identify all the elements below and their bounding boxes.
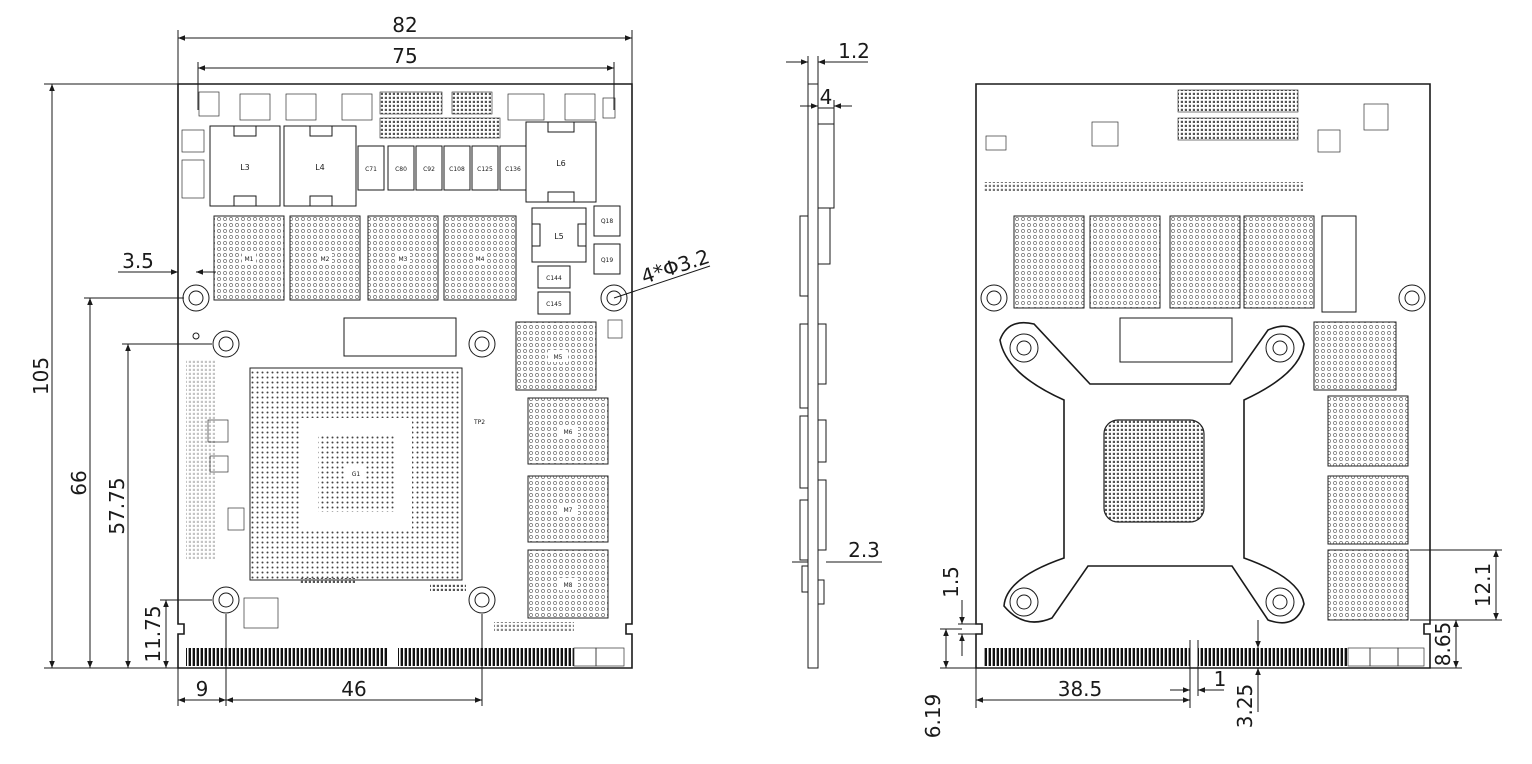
tp2-label: TP2 <box>473 419 485 426</box>
dim-4: 4 <box>820 85 833 109</box>
memory-m4-label: M4 <box>476 256 485 263</box>
front-edge-connector <box>186 647 625 667</box>
front-memory-right: M5 M6 M7 M8 <box>515 321 609 619</box>
dim-2-3: 2.3 <box>848 538 880 562</box>
dim-1-5: 1.5 <box>939 566 963 598</box>
inductor-l5-label: L5 <box>554 232 564 241</box>
dim-9: 9 <box>196 677 209 701</box>
front-capacitor-row: C71 C80 C92 C108 C125 C136 <box>357 145 527 191</box>
dim-82: 82 <box>392 13 417 37</box>
front-label-area <box>343 317 457 357</box>
memory-m8-label: M8 <box>564 582 573 589</box>
memory-m1-label: M1 <box>245 256 254 263</box>
dim-66: 66 <box>67 470 91 495</box>
gpu-label: G1 <box>352 471 361 478</box>
dim-6-19: 6.19 <box>921 694 945 739</box>
dim-8-65: 8.65 <box>1431 622 1455 667</box>
back-view <box>975 83 1431 669</box>
gpu-package: G1 TP2 <box>249 367 485 581</box>
front-view: L3 L4 L6 C71 C80 C92 C108 C125 C136 <box>177 83 633 669</box>
inductor-l3-label: L3 <box>240 163 250 172</box>
inductor-l4-label: L4 <box>315 163 325 172</box>
cap-c108-label: C108 <box>449 166 465 173</box>
front-top-components <box>181 91 616 199</box>
cap-c80-label: C80 <box>395 166 407 173</box>
dim-46: 46 <box>341 677 366 701</box>
side-view <box>799 83 835 669</box>
dim-1: 1 <box>1214 667 1227 691</box>
dim-3-5: 3.5 <box>122 249 154 273</box>
cap-c92-label: C92 <box>423 166 435 173</box>
side-dimensions: 1.2 4 2.3 <box>786 39 882 563</box>
dim-hole-spec: 4*Φ3.2 <box>638 244 712 289</box>
q18-label: Q18 <box>601 218 614 225</box>
cap-c145-label: C145 <box>546 301 562 308</box>
dim-1-2: 1.2 <box>838 39 870 63</box>
inductor-l6-label: L6 <box>556 159 566 168</box>
dim-38-5: 38.5 <box>1058 677 1103 701</box>
front-board-outline <box>177 83 633 669</box>
memory-m6-label: M6 <box>564 429 573 436</box>
front-memory-top: M1 M2 M3 M4 <box>213 215 517 301</box>
dim-75: 75 <box>392 44 417 68</box>
back-dimensions: 1.5 6.19 38.5 1 3.25 12.1 8.65 <box>921 549 1502 739</box>
dim-3-25: 3.25 <box>1233 684 1257 729</box>
cap-c144-label: C144 <box>546 275 562 282</box>
memory-m5-label: M5 <box>554 354 563 361</box>
dim-11-75: 11.75 <box>141 605 165 662</box>
front-dimensions: 82 75 105 66 57.75 11.75 3.5 9 46 <box>29 13 712 706</box>
cap-c125-label: C125 <box>477 166 493 173</box>
dim-105: 105 <box>29 357 53 395</box>
heatsink-bracket <box>999 321 1305 624</box>
front-mounting-holes <box>182 284 628 614</box>
dim-57-75: 57.75 <box>105 477 129 534</box>
memory-m2-label: M2 <box>321 256 330 263</box>
front-small-parts <box>186 319 623 632</box>
cap-c71-label: C71 <box>365 166 377 173</box>
q19-label: Q19 <box>601 257 614 264</box>
memory-m7-label: M7 <box>564 507 573 514</box>
dim-12-1: 12.1 <box>1471 563 1495 608</box>
memory-m3-label: M3 <box>399 256 408 263</box>
cap-c136-label: C136 <box>505 166 521 173</box>
